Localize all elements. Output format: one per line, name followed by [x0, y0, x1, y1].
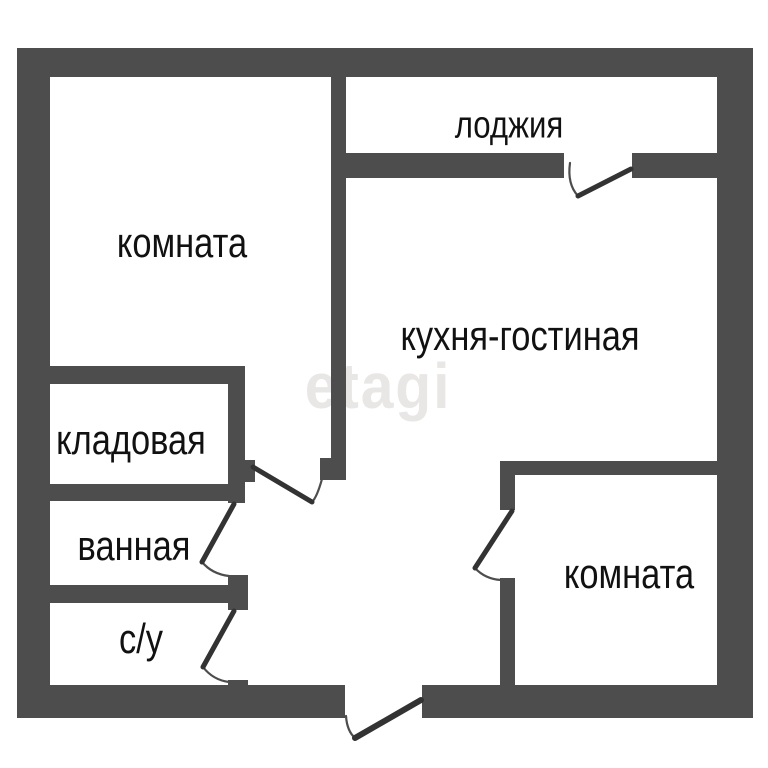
wall-loggia-right-segment — [632, 153, 717, 178]
wall-outer-top — [17, 48, 753, 77]
room-label-loggia: лоджия — [454, 104, 564, 147]
hall-door — [250, 464, 324, 505]
loggia-door-swing-arc — [568, 161, 580, 198]
wc-door-leaf — [200, 608, 237, 670]
wall-outer-left — [17, 48, 50, 718]
room2-door-leaf — [472, 508, 515, 571]
room-label-kitchen-living: кухня-гостиная — [400, 312, 640, 359]
wall-loggia-left-segment — [346, 153, 564, 178]
wall-room2-left-lower — [500, 578, 515, 685]
room-label-bathroom: ванная — [77, 522, 191, 569]
wc-door-swing-arc — [201, 665, 231, 684]
wall-room1-bottom — [50, 366, 245, 384]
wall-column-right-mid — [228, 575, 248, 610]
bathroom-door — [199, 501, 237, 578]
room2-door-swing-arc — [473, 566, 503, 582]
loggia-door — [568, 161, 634, 199]
wall-room2-left-upper — [500, 461, 515, 510]
wall-outer-bottom-right — [422, 685, 753, 718]
room-label-top-left: комната — [116, 219, 248, 266]
entrance-door-swing-arc — [344, 714, 357, 740]
wall-kitchen-west — [331, 77, 346, 458]
room-label-bottom-right: комната — [563, 550, 695, 597]
watermark-text: etagi — [304, 350, 452, 422]
wall-room2-top — [500, 461, 717, 475]
loggia-door-leaf — [575, 166, 634, 199]
room-label-wc: с/у — [118, 615, 164, 662]
room-label-storage: кладовая — [56, 416, 206, 463]
wall-column-right-upper — [228, 384, 245, 503]
bathroom-door-leaf — [199, 501, 237, 565]
wall-storage-bottom — [50, 484, 245, 501]
wall-outer-right — [717, 48, 753, 718]
entrance-door-leaf — [352, 697, 424, 741]
wall-column-right-lower-jamb — [228, 680, 248, 688]
hall-door-swing-arc — [310, 477, 324, 504]
bathroom-door-swing-arc — [200, 560, 231, 578]
entrance-door — [344, 697, 424, 741]
hall-door-leaf — [250, 464, 315, 505]
wall-bathroom-bottom — [50, 585, 228, 603]
wall-outer-bottom-left — [17, 685, 345, 718]
wc-door — [200, 608, 237, 684]
wall-kitchen-west-door-jamb — [320, 458, 346, 480]
room2-door — [472, 508, 515, 582]
